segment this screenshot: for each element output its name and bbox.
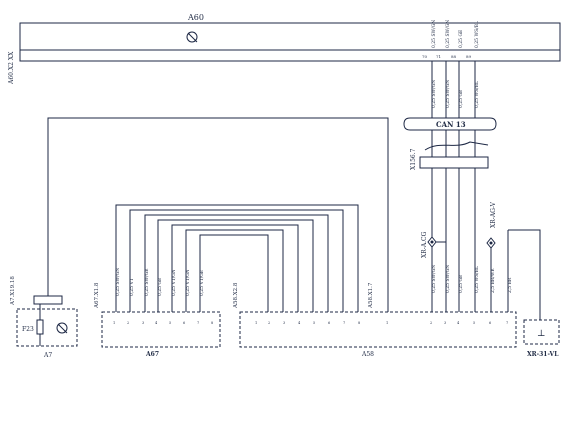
pin-mark: 3 [444, 321, 446, 325]
a60-wire-labels: 0,25 SW/GN 0,25 SW/GN 0,25 GE 0,25 WS/BL [431, 20, 480, 48]
xr-agv-label: XR-AG-V [490, 201, 497, 228]
wire-label: 0,25 GE [458, 90, 464, 108]
pin-mark: 5 [169, 321, 171, 325]
a67-connector-label: A67.X1.8 [94, 282, 100, 309]
a60-pin-88: 88 [451, 54, 457, 59]
a67-wire-labels: 0,25 SW/GN 0,25 VT 0,25 SW/GE 0,25 GE 0,… [115, 268, 205, 296]
xr-agv-junction[interactable]: XR-AG-V [486, 201, 497, 249]
a60-to-can-wires [431, 61, 476, 118]
pin-mark: 4 [155, 321, 158, 325]
wire-label: 0,25 GE [458, 275, 464, 293]
a60-label: A60 [187, 13, 204, 22]
fuse-icon [36, 304, 44, 346]
wire-label: 0,25 VT/GN [185, 269, 191, 296]
wire-label: 0,25 SW/GE [144, 268, 150, 296]
a60-pin-71: 71 [436, 54, 441, 59]
pin-mark: 8 [358, 321, 360, 325]
pin-mark: 2 [430, 321, 432, 325]
a7-device-icon [56, 322, 68, 334]
wire-label: 0,25 VT/GE [199, 270, 205, 296]
a7-connector-label: A7.X19.18 [10, 276, 16, 306]
a7-label: A7 [43, 352, 52, 359]
ground-wires [436, 229, 541, 320]
a58-module[interactable]: A58.X2.8 A58.X1.7 A58 1 2 3 4 5 6 7 8 1 … [233, 282, 517, 358]
pin-mark: 3 [142, 321, 144, 325]
lower-right-wire-labels: 0,25 SW/GN 0,25 SW/GN 0,25 GE 0,25 WS/BL… [431, 265, 513, 293]
pin-mark: 7 [343, 321, 345, 325]
pin-mark: 7 [506, 321, 508, 325]
pin-mark: 2 [268, 321, 270, 325]
x156-connector-label: X156.7 [410, 148, 417, 170]
pin-mark: 6 [183, 321, 185, 325]
fuse-label: F23 [22, 326, 34, 333]
xr-acg-junction[interactable]: XR-A.CG [421, 231, 437, 258]
wire-label: 0,25 GE [157, 278, 163, 296]
wire-label: 0,25 GE [458, 30, 464, 48]
a67-label: A67 [145, 351, 159, 358]
pin-mark: 7 [197, 321, 199, 325]
pin-mark: 6 [328, 321, 330, 325]
x156-connector[interactable]: X156.7 [410, 148, 489, 170]
pin-mark: 5 [313, 321, 315, 325]
pin-mark: 4 [457, 321, 460, 325]
mid-wire-labels: 0,25 SW/GN 0,25 SW/GN 0,25 GE 0,25 WS/BL [431, 80, 480, 108]
a58-pins: 1 2 3 4 5 6 7 8 1 2 3 4 5 6 7 [255, 321, 508, 325]
wire-label: 0,25 WS/BL [474, 81, 480, 108]
pin-mark: 1 [113, 321, 115, 325]
can-bus[interactable]: CAN 13 [403, 117, 497, 131]
wire-label: 0,25 SW/GN [445, 20, 451, 48]
pin-mark: 5 [473, 321, 475, 325]
a60-device-icon [186, 31, 198, 43]
a58-connector-left-label: A58.X2.8 [233, 282, 239, 309]
wire-label: 2,5 BR [507, 277, 513, 293]
a60-pin-70: 70 [422, 54, 428, 59]
a60-connector-label: A60.X2 XX [8, 51, 15, 85]
wire-label: 0,25 SW/GN [431, 80, 437, 108]
can-bus-label: CAN 13 [436, 120, 466, 129]
pin-mark: 6 [489, 321, 491, 325]
a67-to-a58-wires [115, 204, 359, 312]
a58-connector-right-label: A58.X1.7 [368, 282, 374, 309]
xr31-ground[interactable]: ⊥ XR-31-VL [523, 319, 560, 358]
xr-acg-label: XR-A.CG [421, 231, 428, 258]
wire-label: 0,25 WS/BL [474, 21, 480, 48]
wire-label: 2,5 BR/WE [490, 268, 496, 293]
wire-label: 0,25 SW/GN [115, 268, 121, 296]
a7-module[interactable]: A7.X19.18 F23 A7 [10, 276, 78, 359]
pin-mark: 2 [127, 321, 129, 325]
a7-to-a58-wire [47, 117, 389, 312]
wire-label: 0,25 SW/GN [431, 20, 437, 48]
wire-label: 0,25 SW/GN [445, 265, 451, 293]
can-to-connector-wires [424, 130, 489, 157]
wire-label: 0,25 VT [129, 278, 135, 296]
wire-label: 0,25 SW/GN [445, 80, 451, 108]
a60-pin-numbers: 70 71 88 89 [422, 54, 472, 59]
wire-label: 0,25 VT/GN [171, 269, 177, 296]
pin-mark: 3 [283, 321, 285, 325]
wire-label: 0,25 WS/BL [474, 266, 480, 293]
ground-icon: ⊥ [537, 329, 545, 339]
a58-label: A58 [361, 351, 374, 358]
pin-mark: 4 [298, 321, 301, 325]
a60-unit[interactable]: A60 A60.X2 XX 70 71 88 89 [8, 13, 561, 85]
xr31-label: XR-31-VL [527, 351, 559, 358]
a60-pin-89: 89 [466, 54, 472, 59]
x156-to-a58-wires [431, 168, 476, 312]
a67-module[interactable]: A67.X1.8 A67 1 2 3 4 5 6 7 8 [94, 282, 221, 358]
a67-pins: 1 2 3 4 5 6 7 8 [113, 321, 213, 325]
pin-mark: 1 [386, 321, 388, 325]
pin-mark: 8 [211, 321, 213, 325]
wire-label: 0,25 SW/GN [431, 265, 437, 293]
pin-mark: 1 [255, 321, 257, 325]
